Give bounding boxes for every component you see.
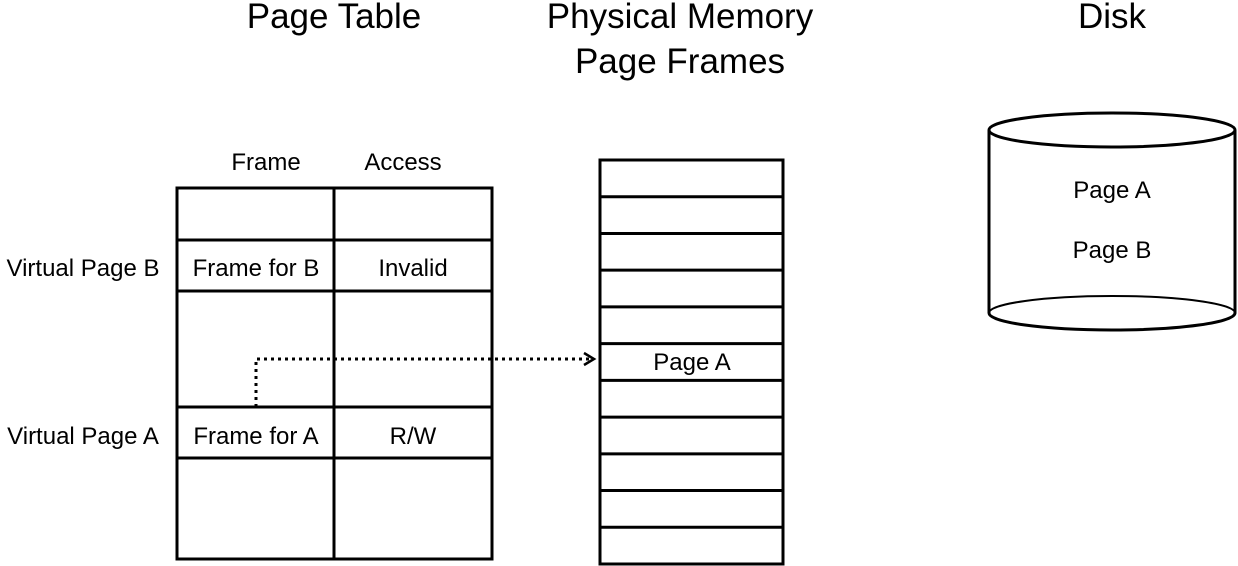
disk-bottom-front	[987, 312, 1237, 332]
cell-frame-b: Frame for B	[193, 255, 320, 282]
cell-access-b: Invalid	[378, 255, 447, 282]
cell-frame-a: Frame for A	[193, 423, 318, 450]
mapping-arrow	[254, 351, 597, 407]
page-table-title: Page Table	[247, 0, 422, 36]
column-header-frame: Frame	[231, 149, 300, 176]
page-frames-title: Page Frames	[575, 42, 785, 81]
physical-memory-frames: Page A	[598, 158, 785, 566]
frame-page-a-label: Page A	[653, 349, 730, 376]
dotted-arrow-line	[254, 357, 590, 407]
disk-bottom-back	[988, 295, 1236, 314]
cell-access-a: R/W	[390, 423, 437, 450]
disk-top	[987, 111, 1237, 149]
disk-title: Disk	[1078, 0, 1147, 36]
disk-page-a: Page A	[1073, 177, 1150, 204]
disk-cylinder: Page A Page B	[987, 111, 1237, 332]
physical-memory-title: Physical Memory	[547, 0, 814, 36]
page-table: Frame Access Virtual Page B Frame for B …	[7, 149, 494, 561]
row-label-virtual-page-a: Virtual Page A	[7, 423, 159, 450]
physical-memory-border	[598, 158, 785, 566]
arrow-head-icon	[583, 351, 597, 367]
row-label-virtual-page-b: Virtual Page B	[7, 255, 160, 282]
disk-page-b: Page B	[1073, 237, 1152, 264]
column-header-access: Access	[364, 149, 441, 176]
